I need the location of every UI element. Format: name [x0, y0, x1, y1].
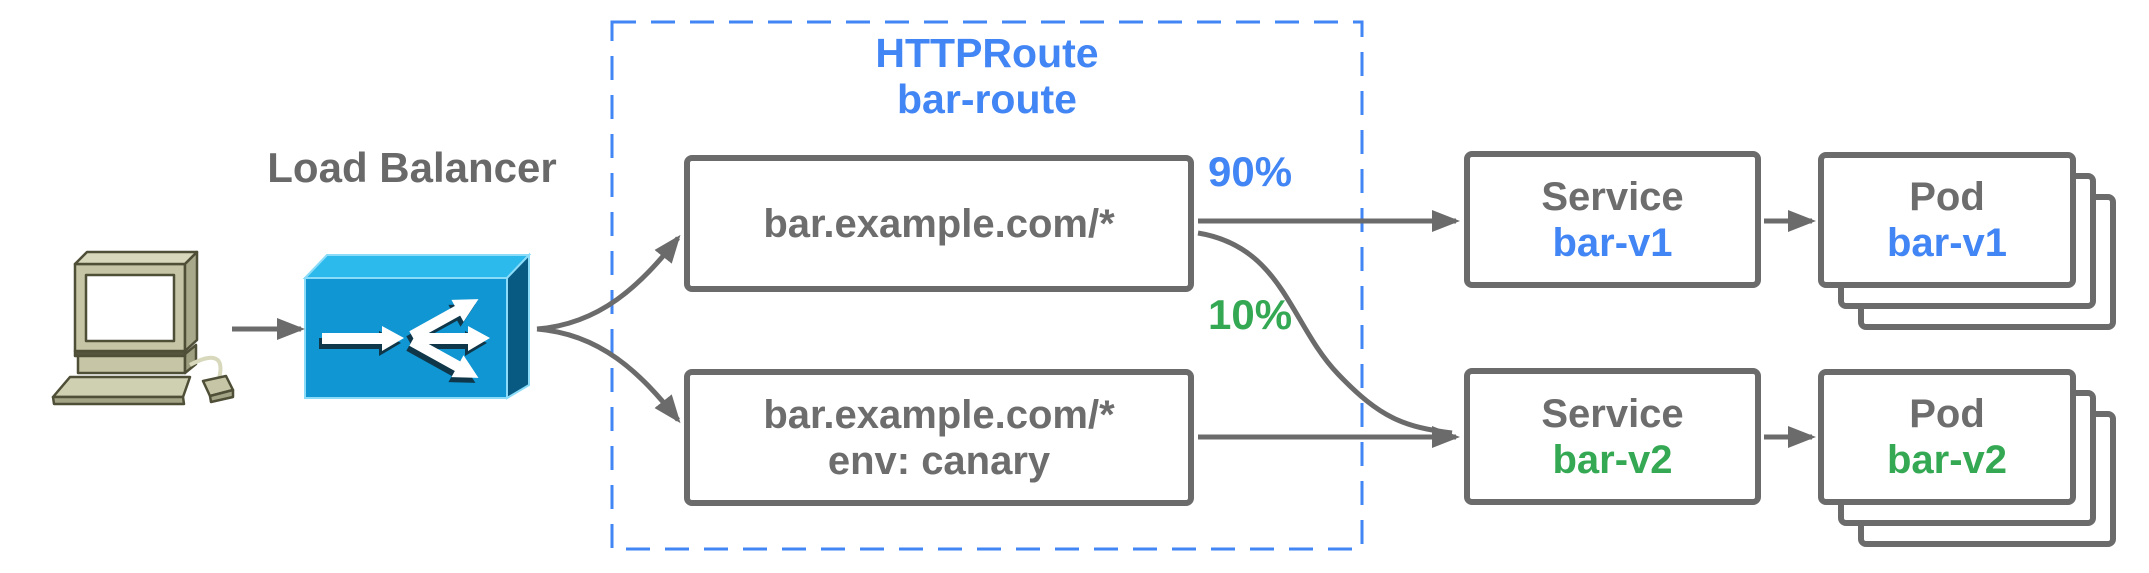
pod-bar-v1: Pod bar-v1: [1818, 152, 2076, 288]
service-name-label: bar-v2: [1552, 437, 1673, 482]
computer-mouse: [189, 355, 235, 404]
load-balancer-label: Load Balancer: [267, 144, 557, 191]
curve-rule1-to-service2-10pct: [1197, 230, 1453, 436]
weight-label-10: 10%: [1208, 291, 1293, 338]
service-kind-label: Service: [1541, 391, 1684, 436]
computer-screen: [84, 273, 176, 343]
httproute-kind-label: HTTPRoute: [875, 30, 1099, 76]
pod-stack-bar-v2: Pod bar-v2: [1818, 369, 2118, 549]
connectors: [232, 210, 1816, 448]
service-bar-v1: Service bar-v1: [1464, 151, 1761, 288]
load-balancer-box-icon: [302, 252, 532, 400]
pod-bar-v2: Pod bar-v2: [1818, 369, 2076, 505]
pod-kind-label: Pod: [1909, 392, 1985, 436]
route-rule-canary: bar.example.com/* env: canary: [684, 369, 1194, 506]
arrow-lb-to-rule1: [536, 234, 681, 332]
desktop-computer-icon: [51, 250, 235, 406]
service-kind-label: Service: [1541, 174, 1684, 219]
pod-name-label: bar-v1: [1886, 221, 2008, 265]
route-match-label: bar.example.com/*: [763, 392, 1115, 437]
pod-name-label: bar-v2: [1886, 438, 2008, 482]
pod-stack-bar-v1: Pod bar-v1: [1818, 152, 2118, 332]
arrow-lb-to-rule2: [536, 326, 681, 424]
computer-keyboard: [51, 375, 192, 406]
route-match-header-label: env: canary: [827, 438, 1051, 483]
httproute-group-border: [610, 20, 1364, 551]
pod-kind-label: Pod: [1909, 175, 1985, 219]
httproute-name-label: bar-route: [897, 76, 1077, 122]
route-match-label: bar.example.com/*: [763, 201, 1115, 246]
httproute-title: HTTPRoute bar-route: [612, 30, 1362, 122]
service-name-label: bar-v1: [1552, 220, 1673, 265]
computer-monitor: [73, 250, 199, 358]
service-bar-v2: Service bar-v2: [1464, 368, 1761, 505]
computer-base-unit: [76, 343, 198, 375]
lb-arrows: [322, 299, 490, 378]
weight-label-90: 90%: [1208, 148, 1293, 195]
route-rule-primary: bar.example.com/*: [684, 155, 1194, 292]
